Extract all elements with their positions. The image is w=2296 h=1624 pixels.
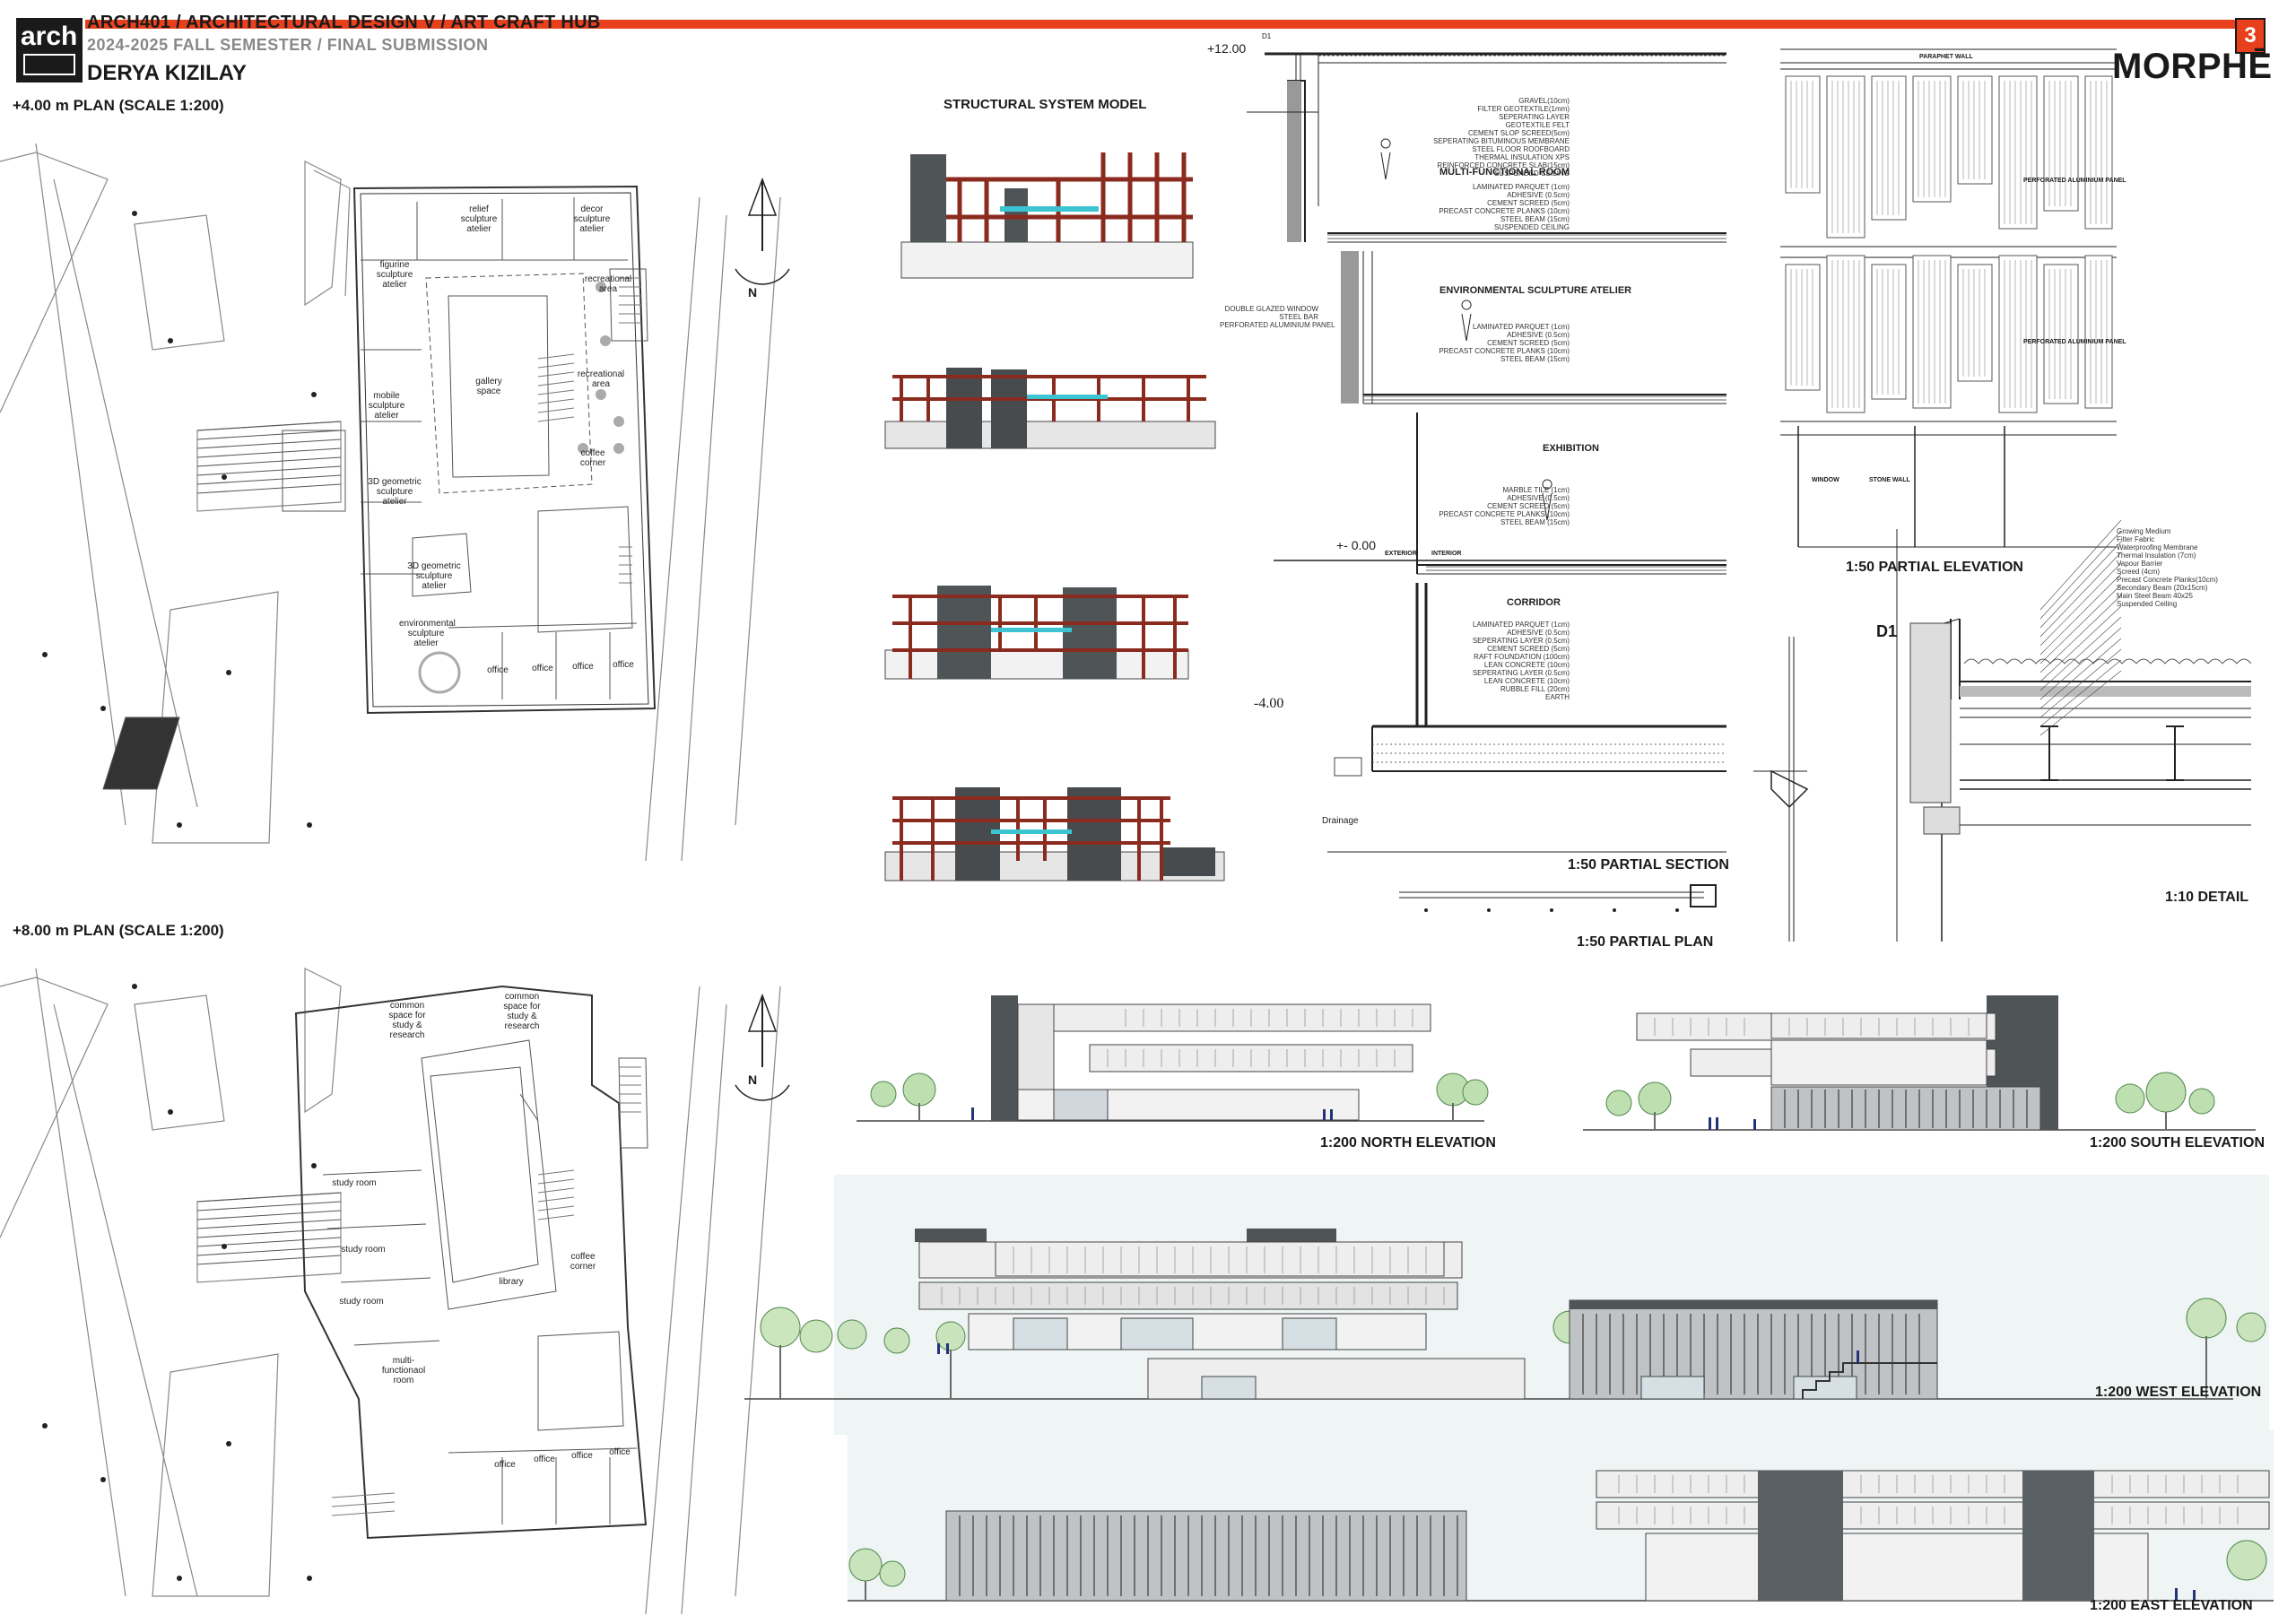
room-label: 3D geometric sculpture atelier (368, 477, 422, 507)
room-label: recreational area (577, 369, 625, 389)
project-brand: MORPHĒ (2112, 47, 2273, 86)
floor-notes: LAMINATED PARQUET (1cm)ADHESIVE (0.5cm)C… (1439, 183, 1570, 231)
window-label: WINDOW (1812, 477, 1839, 483)
room-label: office (609, 1447, 631, 1457)
north-label: N (748, 1073, 758, 1087)
exterior-label: EXTERIOR (1385, 551, 1417, 557)
course-title: ARCH401 / ARCHITECTURAL DESIGN V / ART C… (87, 13, 601, 32)
room-label: coffee corner (570, 1252, 596, 1272)
floor-notes: LAMINATED PARQUET (1cm)ADHESIVE (0.5cm)S… (1472, 621, 1570, 701)
east-elevation-title: 1:200 EAST ELEVATION (2090, 1598, 2253, 1613)
room-label: office (532, 664, 553, 673)
room-label: office (572, 662, 594, 672)
section-detail-tag: D1 (1262, 32, 1272, 40)
north-arrow-icon (735, 993, 790, 1101)
north-elevation-drawing (857, 995, 1489, 1122)
partial-section-drawing (1247, 52, 1726, 853)
room-label: coffee corner (579, 448, 606, 468)
room-label: relief sculpture atelier (460, 204, 498, 234)
detail-drawing (1753, 519, 2252, 942)
south-elevation-drawing (1583, 995, 2256, 1131)
west-elevation-drawing (744, 1175, 2269, 1435)
partial-elevation-drawing (1780, 48, 2117, 548)
header-accent-bar (85, 20, 2242, 29)
plan-level4-drawing (0, 143, 790, 862)
space-label: EXHIBITION (1543, 443, 1599, 454)
space-label: ENVIRONMENTAL SCULPTURE ATELIER (1439, 285, 1632, 296)
partial-elevation-title: 1:50 PARTIAL ELEVATION (1846, 560, 2023, 575)
semester-subtitle: 2024-2025 FALL SEMESTER / FINAL SUBMISSI… (87, 36, 489, 54)
drainage-label: Drainage (1322, 816, 1359, 826)
plan-level4-title: +4.00 m PLAN (SCALE 1:200) (13, 97, 224, 114)
north-label: N (748, 285, 758, 300)
room-label: figurine sculpture atelier (376, 260, 413, 290)
room-label: common space for study & research (388, 1001, 426, 1040)
structural-model-4 (884, 787, 1225, 881)
room-label: environmental sculpture atelier (399, 619, 456, 648)
panel-label: PERFORATED ALUMINIUM PANEL (2023, 178, 2126, 184)
partial-section-title: 1:50 PARTIAL SECTION (1568, 857, 1729, 873)
student-name: DERYA KIZILAY (87, 61, 247, 85)
plan-level8-drawing (0, 968, 790, 1615)
room-label: study room (341, 1245, 386, 1255)
detail-tag: D1 (1876, 622, 1898, 640)
north-arrow-icon (735, 177, 790, 285)
room-label: library (499, 1277, 524, 1287)
room-label: study room (332, 1178, 377, 1188)
level-top: +12.00 (1207, 41, 1247, 56)
room-label: gallery space (475, 377, 502, 396)
logo-glyph (23, 54, 75, 75)
parapet-label: PARAPHET WALL (1919, 54, 1973, 60)
room-label: 3D geometric sculpture atelier (407, 561, 461, 591)
room-label: office (487, 665, 509, 675)
partial-plan-drawing (1399, 884, 1717, 912)
room-label: decor sculpture atelier (573, 204, 611, 234)
floor-notes: MARBLE TILE (1cm)ADHESIVE (0.5cm)CEMENT … (1439, 486, 1570, 526)
structural-title: STRUCTURAL SYSTEM MODEL (944, 97, 1147, 112)
structural-model-2 (884, 368, 1216, 449)
room-label: office (613, 660, 634, 670)
room-label: office (494, 1460, 516, 1470)
space-label: MULTI-FUNCTIONAL ROOM (1439, 167, 1570, 178)
plan-level8-title: +8.00 m PLAN (SCALE 1:200) (13, 922, 224, 939)
interior-label: INTERIOR (1431, 551, 1462, 557)
room-label: study room (339, 1297, 384, 1307)
school-logo: arch (16, 18, 83, 83)
floor-notes: LAMINATED PARQUET (1cm)ADHESIVE (0.5cm)C… (1439, 323, 1570, 363)
room-label: office (534, 1455, 555, 1464)
page-number-badge: 3 (2235, 18, 2266, 54)
partial-plan-title: 1:50 PARTIAL PLAN (1577, 934, 1714, 950)
detail-title: 1:10 DETAIL (2165, 890, 2249, 905)
east-elevation-drawing (848, 1430, 2274, 1602)
structural-model-1 (900, 152, 1194, 279)
room-label: mobile sculpture atelier (368, 391, 405, 421)
room-label: recreational area (584, 274, 632, 294)
room-label: multi-functionaol room (381, 1356, 426, 1385)
level-bottom: -4.00 (1254, 696, 1284, 711)
west-elevation-title: 1:200 WEST ELEVATION (2095, 1385, 2262, 1400)
roof-notes: GRAVEL(10cm)FILTER GEOTEXTILE(1mm)SEPERA… (1433, 97, 1570, 178)
stone-wall-label: STONE WALL (1869, 477, 1910, 483)
south-elevation-title: 1:200 SOUTH ELEVATION (2090, 1135, 2265, 1151)
room-label: common space for study & research (503, 992, 541, 1031)
panel-label: PERFORATED ALUMINIUM PANEL (2023, 339, 2126, 345)
structural-model-3 (884, 586, 1189, 680)
level-zero: +- 0.00 (1336, 538, 1376, 552)
north-elevation-title: 1:200 NORTH ELEVATION (1320, 1135, 1496, 1151)
space-label: CORRIDOR (1507, 597, 1561, 608)
room-label: office (571, 1451, 593, 1461)
